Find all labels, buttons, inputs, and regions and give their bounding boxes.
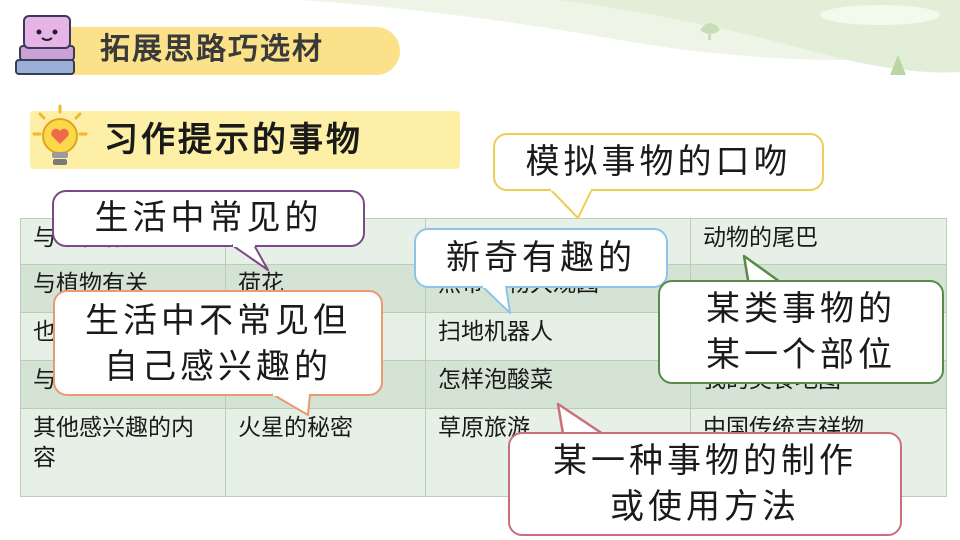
table-cell: 扫地机器人 (425, 312, 691, 361)
bubble-imitate-text: 模拟事物的口吻 (525, 142, 792, 182)
bubble-method-line2: 或使用方法 (610, 487, 800, 527)
bubble-part-line2: 某一个部位 (706, 335, 896, 375)
bubble-novel-text: 新奇有趣的 (446, 238, 636, 278)
header-band (60, 27, 400, 75)
section-title-band (30, 111, 460, 169)
bubble-novel-tail (481, 285, 511, 314)
table-cell: 动物的尾巴 (690, 218, 947, 265)
section-title: 习作提示的事物 (104, 120, 363, 160)
bubble-method: 某一种事物的制作 或使用方法 (508, 432, 902, 536)
bubble-uncommon-line2: 自己感兴趣的 (104, 347, 332, 387)
bubble-common-tail (231, 244, 269, 271)
bubble-common-text: 生活中常见的 (94, 198, 323, 238)
bubble-uncommon-tail (271, 393, 311, 416)
bubble-part: 某类事物的 某一个部位 (658, 280, 944, 384)
table-cell: 火星的秘密 (225, 408, 426, 497)
bubble-part-line1: 某类事物的 (706, 289, 896, 329)
bubble-imitate-tail (549, 188, 593, 219)
decorative-top-band (300, 0, 960, 75)
lightbulb-icon (32, 104, 88, 165)
bubble-novel: 新奇有趣的 (414, 228, 668, 288)
book-icon (15, 15, 75, 75)
bubble-imitate: 模拟事物的口吻 (493, 133, 824, 191)
header-title: 拓展思路巧选材 (100, 32, 324, 67)
bubble-common: 生活中常见的 (52, 190, 365, 247)
table-cell: 怎样泡酸菜 (425, 360, 691, 409)
table-cell: 其他感兴趣的内容 (20, 408, 226, 497)
bubble-uncommon: 生活中不常见但 自己感兴趣的 (53, 290, 383, 396)
bubble-method-line1: 某一种事物的制作 (553, 441, 857, 481)
bubble-uncommon-line1: 生活中不常见但 (85, 301, 351, 341)
